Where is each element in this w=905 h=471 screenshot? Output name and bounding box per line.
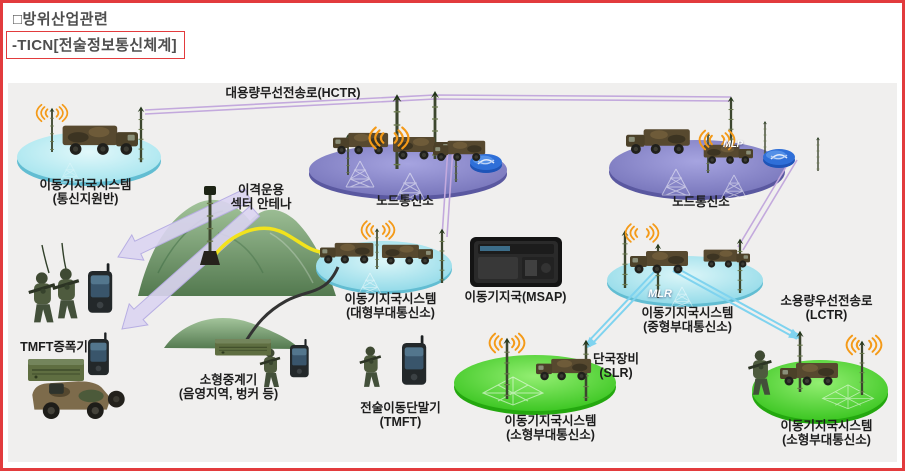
- label-mobile-base-large: 이동기지국시스템 (대형부대통신소): [344, 292, 437, 321]
- truck-image: [333, 132, 389, 155]
- small-repeater-box: [214, 338, 272, 357]
- header-line2: -TICN[전술정보통신체계]: [12, 37, 177, 54]
- badge-mlr: MLR: [648, 288, 672, 300]
- handheld-radio: [402, 335, 427, 385]
- label-mobile-base-small-center: 이동기지국시스템 (소형부대통신소): [504, 414, 597, 443]
- truck-image: [626, 129, 690, 154]
- sector-coverage-arrows: [117, 188, 261, 330]
- sector-antenna: [200, 185, 220, 265]
- label-terminal-equipment: 단국장비 (SLR): [592, 352, 639, 381]
- node-to-large-link: [441, 146, 454, 238]
- equipment: [27, 237, 562, 382]
- personnel-and-terminals: [27, 242, 773, 397]
- label-tmft-amplifier: TMFT증폭기: [20, 340, 88, 354]
- truck-image: [62, 125, 138, 155]
- handheld-radio: [88, 263, 113, 313]
- label-lctr: 소용량우선전송로 (LCTR): [780, 294, 873, 323]
- router-disc-right-node: [762, 148, 796, 169]
- label-sector-antenna: 이격운용 섹터 안테나: [230, 183, 292, 212]
- soldier-image: [27, 270, 57, 325]
- label-small-repeater: 소형중계기 (음영지역, 벙커 등): [178, 373, 279, 402]
- label-msap: 이동기지국(MSAP): [464, 290, 567, 304]
- label-hctr: 대용량무선전송로(HCTR): [225, 86, 361, 100]
- label-mobile-base-medium: 이동기지국시스템 (중형부대통신소): [641, 306, 734, 335]
- msap-device: [470, 237, 562, 287]
- badge-mlp: MLP: [722, 139, 744, 150]
- label-mobile-base-support: 이동기지국시스템 (통신지원반): [39, 178, 132, 207]
- label-tactical-terminal: 전술이동단말기 (TMFT): [360, 401, 441, 430]
- truck-image: [320, 242, 374, 264]
- lctr-link-to-small-unit: [672, 266, 801, 340]
- yellow-fiber-cable: [210, 226, 327, 260]
- signal-icon: [624, 223, 660, 243]
- soldier-image: [51, 266, 81, 321]
- header-line1: □방위산업관련: [13, 11, 109, 28]
- site-ellipses: [17, 132, 888, 424]
- soldier-image: [358, 345, 383, 389]
- label-mobile-base-small-right: 이동기지국시스템 (소형부대통신소): [780, 419, 873, 448]
- label-node-right: 노드통신소: [672, 195, 730, 209]
- antenna-mast: [815, 136, 821, 172]
- truck-image: [703, 249, 750, 268]
- label-node-left: 노드통신소: [376, 194, 434, 208]
- truck-image: [630, 251, 688, 274]
- tmft-amplifier-box: [27, 358, 85, 382]
- lctr-link-to-slr: [585, 270, 659, 349]
- ticn-diagram-panel: 대용량무선전송로(HCTR) 이동기지국시스템 (통신지원반) 이격운용 섹터 …: [8, 83, 897, 462]
- jeep-image: [32, 381, 125, 420]
- ticn-diagram-graphic: [17, 90, 888, 424]
- header-ticn-box: -TICN[전술정보통신체계]: [6, 31, 185, 59]
- black-cable: [244, 266, 340, 342]
- node-to-mlr-link: [737, 156, 798, 251]
